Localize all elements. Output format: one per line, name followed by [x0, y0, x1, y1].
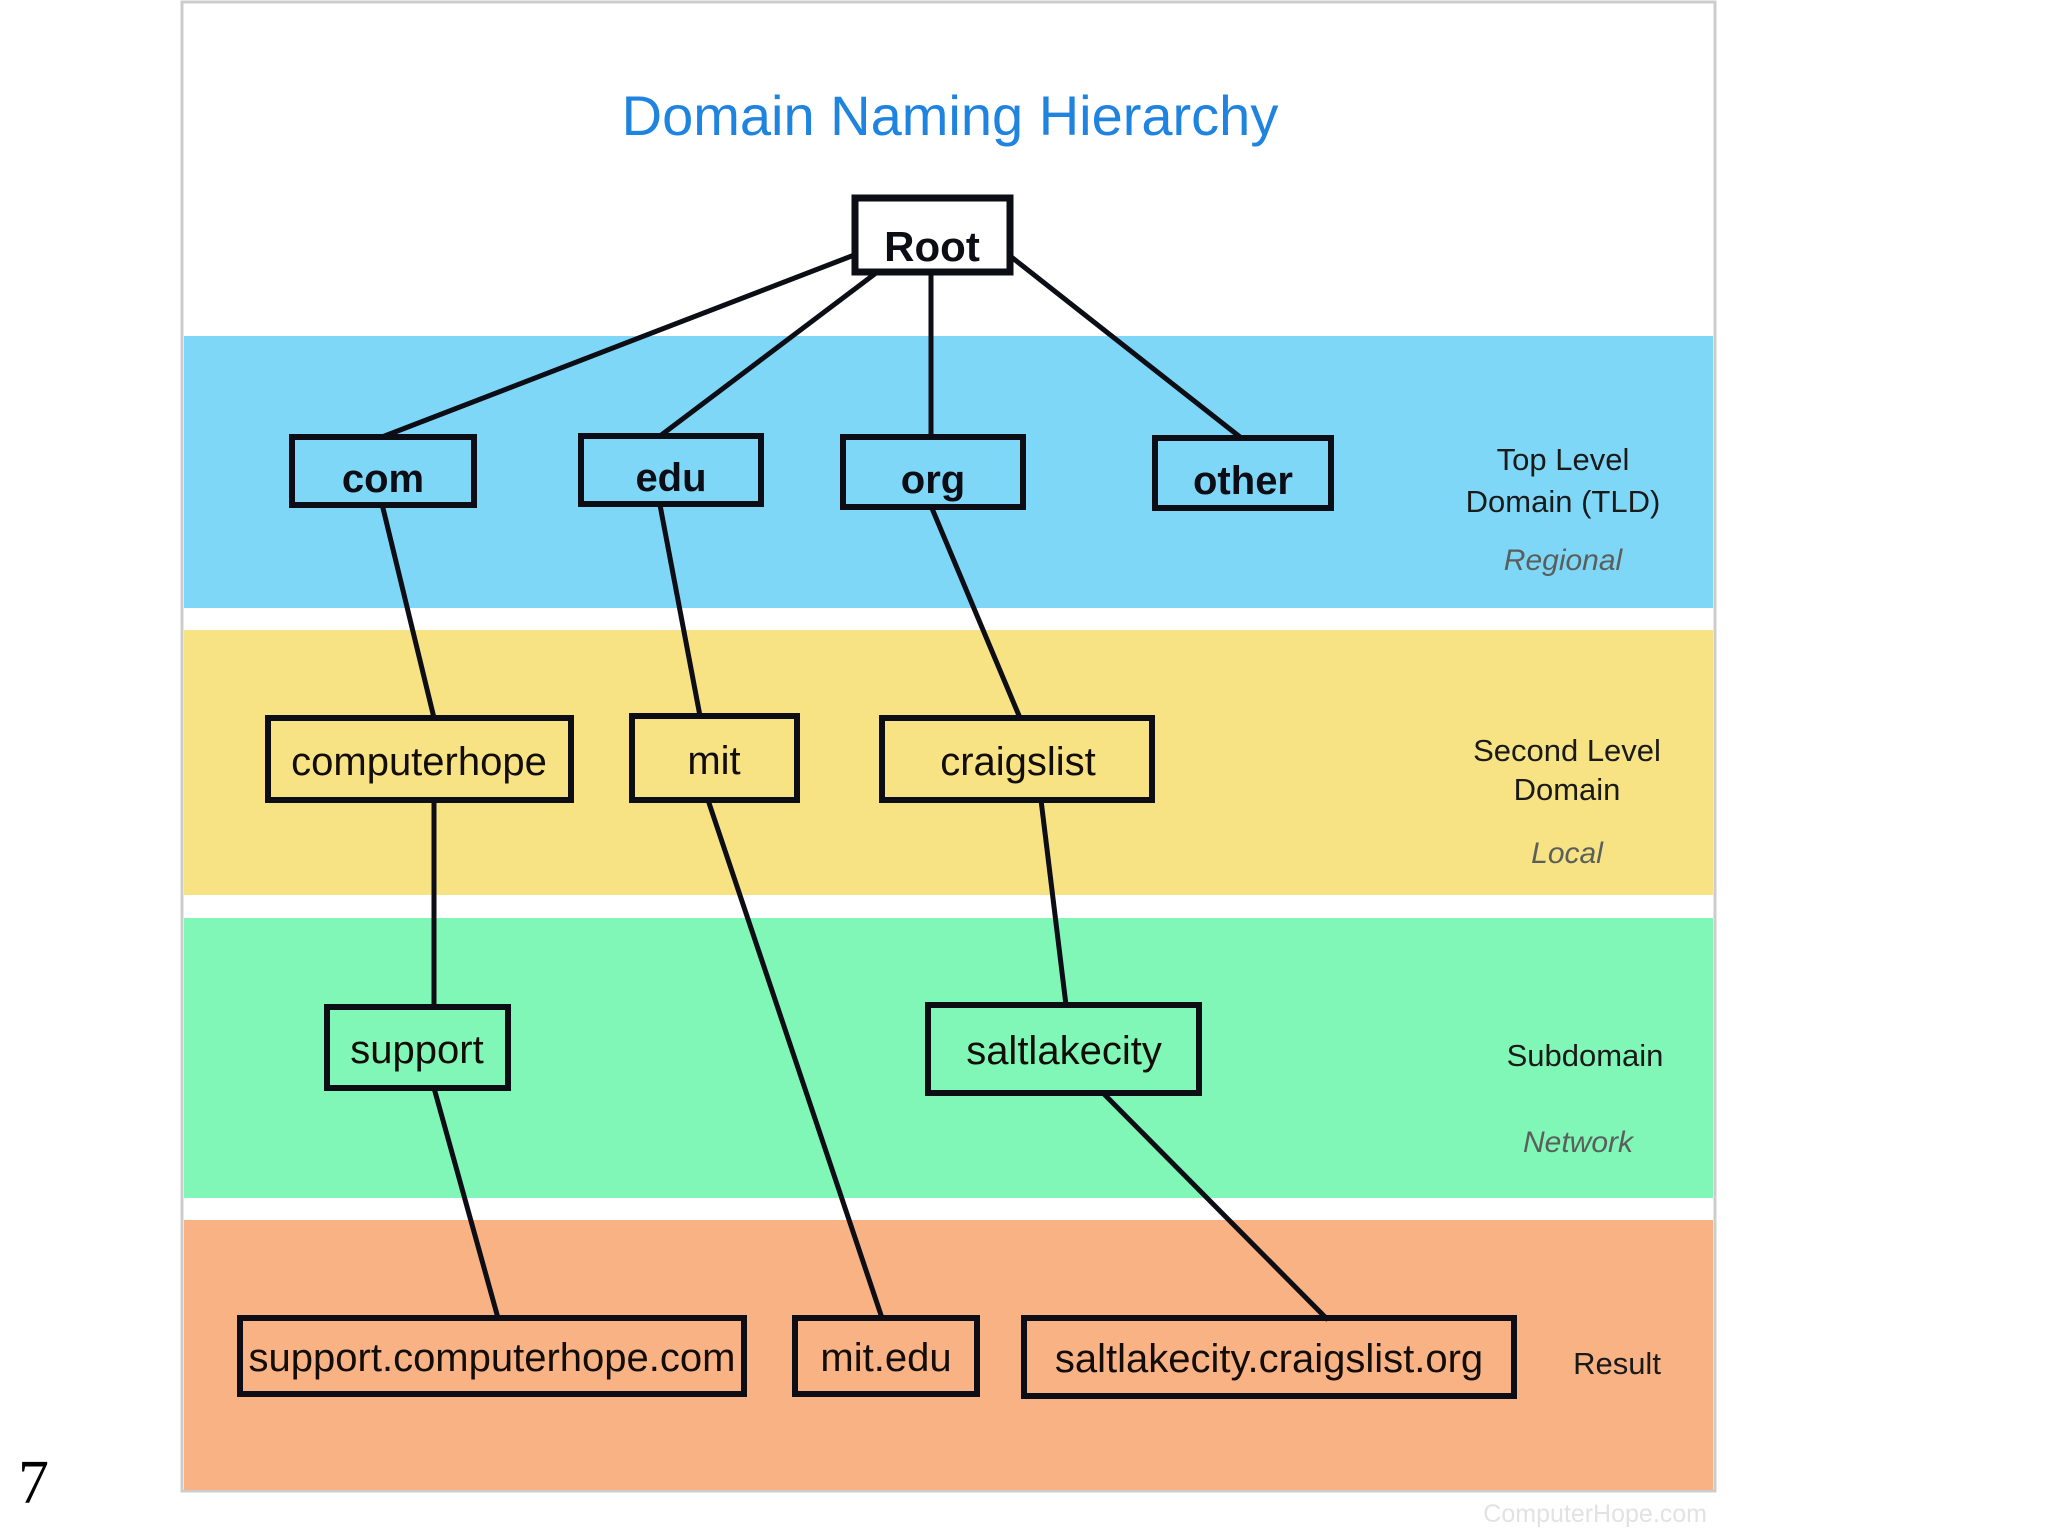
band-label-second-level: Second Level Domain Local: [1473, 733, 1661, 870]
node-mit[interactable]: mit: [629, 713, 800, 803]
node-result-saltlakecity[interactable]: saltlakecity.craigslist.org: [1021, 1315, 1517, 1399]
band-label-tld-line1: Top Level: [1497, 442, 1630, 477]
node-other-label: other: [1193, 459, 1293, 503]
node-result-computerhope[interactable]: support.computerhope.com: [237, 1315, 747, 1397]
node-saltlakecity-label: saltlakecity: [966, 1029, 1162, 1073]
node-support-box: [324, 1004, 511, 1091]
band-subdomain: [184, 918, 1713, 1198]
band-label-subdomain: Subdomain Network: [1507, 1038, 1664, 1159]
edge-edu-mit: [657, 504, 703, 717]
node-support-label: support: [350, 1028, 483, 1072]
node-com-label: com: [342, 457, 424, 501]
node-edu-box: [578, 433, 764, 507]
band-sublabel-tld: Regional: [1504, 544, 1624, 577]
node-edu[interactable]: edu: [578, 433, 764, 507]
node-result-computerhope-label: support.computerhope.com: [249, 1336, 736, 1380]
band-label-subdomain-line1: Subdomain: [1507, 1038, 1664, 1073]
edge-mit-mitedu: [705, 799, 885, 1319]
node-craigslist-label: craigslist: [940, 740, 1096, 784]
band-label-second-level-line1: Second Level: [1473, 733, 1661, 768]
watermark: ComputerHope.com: [1483, 1500, 1707, 1528]
node-result-mitedu-label: mit.edu: [820, 1336, 951, 1380]
band-sublabel-subdomain: Network: [1523, 1126, 1635, 1159]
node-com[interactable]: com: [289, 434, 477, 508]
band-label-result: Result: [1573, 1346, 1661, 1381]
node-support[interactable]: support: [324, 1004, 511, 1091]
node-result-saltlakecity-box: [1021, 1315, 1517, 1399]
node-result-mitedu-box: [792, 1315, 980, 1397]
node-other[interactable]: other: [1152, 435, 1334, 511]
band-tld: [184, 336, 1713, 608]
band-label-tld: Top Level Domain (TLD) Regional: [1466, 442, 1661, 577]
edge-support-result: [431, 1087, 501, 1319]
page-title: Domain Naming Hierarchy: [622, 84, 1279, 147]
page-number: 7: [18, 1449, 49, 1517]
node-computerhope-label: computerhope: [291, 740, 547, 784]
node-org-label: org: [901, 458, 965, 502]
edge-root-edu: [658, 268, 882, 438]
band-sublabel-second-level: Local: [1531, 837, 1604, 870]
node-edu-label: edu: [635, 456, 706, 500]
node-mit-box: [629, 713, 800, 803]
node-saltlakecity-box: [925, 1002, 1202, 1096]
edge-com-computerhope: [379, 503, 437, 719]
band-result: [184, 1220, 1713, 1490]
node-saltlakecity[interactable]: saltlakecity: [925, 1002, 1202, 1096]
node-result-computerhope-box: [237, 1315, 747, 1397]
node-mit-label: mit: [687, 739, 740, 783]
node-org-box: [840, 434, 1026, 510]
node-org[interactable]: org: [840, 434, 1026, 510]
node-root-label: Root: [884, 223, 980, 270]
edge-root-com: [381, 249, 863, 440]
band-label-tld-line2: Domain (TLD): [1466, 484, 1661, 519]
node-root-box: [851, 194, 1014, 276]
edge-group: [379, 249, 1330, 1322]
node-computerhope[interactable]: computerhope: [265, 715, 574, 803]
node-com-box: [289, 434, 477, 508]
node-other-box: [1152, 435, 1334, 511]
node-root[interactable]: Root: [851, 194, 1014, 276]
node-result-saltlakecity-label: saltlakecity.craigslist.org: [1055, 1337, 1483, 1381]
edge-org-craigslist: [928, 505, 1023, 719]
node-craigslist-box: [879, 715, 1155, 803]
node-craigslist[interactable]: craigslist: [879, 715, 1155, 803]
band-label-second-level-line2: Domain: [1514, 772, 1621, 807]
edge-saltlakecity-result: [1101, 1091, 1330, 1322]
band-label-result-line1: Result: [1573, 1346, 1661, 1381]
node-computerhope-box: [265, 715, 574, 803]
node-result-mitedu[interactable]: mit.edu: [792, 1315, 980, 1397]
band-second-level: [184, 630, 1713, 895]
edge-craigslist-saltlakecity: [1038, 799, 1069, 1006]
edge-root-other: [1003, 250, 1242, 439]
